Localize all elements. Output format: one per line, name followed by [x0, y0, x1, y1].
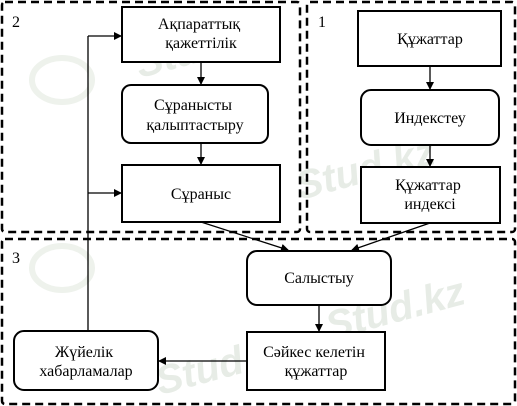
- region-3-boundary: [0, 237, 517, 406]
- region-2-boundary: [0, 0, 302, 234]
- query-label: Сұраныс: [171, 186, 231, 203]
- watermark-logo-1: [29, 55, 95, 105]
- query-box: [121, 164, 281, 223]
- query-formulation-box: [121, 84, 269, 144]
- region-3-number: 3: [12, 250, 20, 267]
- system-messages-label: Жүйелік хабарламалар: [39, 344, 132, 380]
- watermark-logo-2: [29, 243, 95, 293]
- region-2-number: 2: [12, 14, 20, 31]
- region-1-boundary: [305, 0, 517, 234]
- query-formulation-label: Сұранысты қалыптастыру: [146, 97, 243, 134]
- matching-documents-label: Сәйкес келетін құжаттар: [263, 344, 369, 380]
- region-1-number: 1: [318, 14, 326, 31]
- compare-label: Салыстыу: [284, 270, 354, 287]
- matching-documents-box: [246, 331, 386, 391]
- arrow-index-to-compare: [351, 222, 431, 252]
- documents-label: Құжаттар: [397, 31, 463, 48]
- arrow-query-to-compare: [200, 221, 289, 252]
- indexing-label: Индекстеу: [394, 110, 466, 127]
- info-need-label: Ақпараттық қажеттілік: [158, 16, 244, 52]
- documents-box: [357, 10, 502, 67]
- document-index-label: Құжаттар индексі: [395, 177, 465, 213]
- document-index-box: [360, 166, 501, 224]
